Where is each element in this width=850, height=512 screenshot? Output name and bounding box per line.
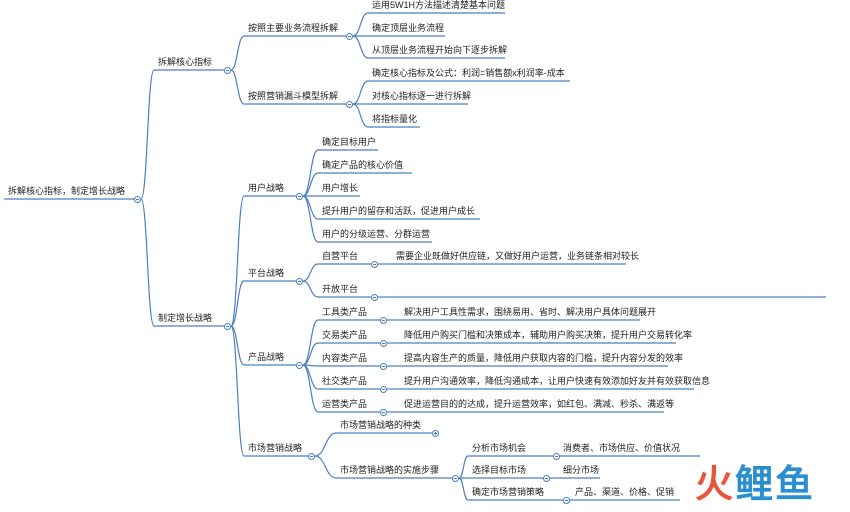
- connector-line: [352, 80, 369, 105]
- collapse-toggle-icon[interactable]: [224, 322, 231, 330]
- collapse-toggle-icon[interactable]: [346, 100, 353, 108]
- mindmap-node: 提高内容生产的质量，降低用户获取内容的门槛，提升内容分发的效率: [404, 353, 684, 363]
- connector-line: [352, 12, 369, 37]
- connector-line: [314, 432, 337, 457]
- collapse-toggle-icon[interactable]: [296, 361, 303, 369]
- watermark-logo: 火鲤鱼: [695, 463, 815, 507]
- mindmap-node: 产品战略: [248, 352, 285, 362]
- connector-line: [458, 477, 469, 501]
- collapse-toggle-icon[interactable]: [543, 474, 550, 482]
- mindmap-node: 确定顶层业务流程: [372, 23, 445, 33]
- mindmap-node: 提升用户的留存和活跃，促进用户成长: [322, 206, 476, 216]
- mindmap-node: 促进运营目的的达成，提升运营效率，如红包、满减、秒杀、满返等: [404, 399, 675, 409]
- mindmap-node: 产品、渠道、价格、促销: [575, 487, 675, 497]
- mindmap-node: 内容类产品: [322, 353, 368, 363]
- collapse-toggle-icon[interactable]: [134, 195, 141, 203]
- mindmap-node: 开放平台: [322, 284, 359, 294]
- mindmap-node: 平台战略: [248, 268, 285, 278]
- collapse-toggle-icon[interactable]: [380, 316, 387, 324]
- mindmap-node: 运营类产品: [322, 399, 368, 409]
- mindmap-node: 选择目标市场: [472, 465, 527, 475]
- connector-line: [230, 69, 245, 105]
- mindmap-node: 市场营销战略的实施步骤: [340, 465, 440, 475]
- connector-line: [302, 263, 319, 282]
- mindmap-node: 确定产品的核心价值: [322, 160, 404, 170]
- mindmap-node: 按照营销漏斗模型拆解: [248, 91, 339, 101]
- connector-line: [302, 364, 319, 413]
- watermark-char: 鲤: [735, 464, 776, 506]
- connector-line: [302, 172, 319, 197]
- connector-line: [458, 455, 469, 479]
- mindmap-node: 用户增长: [322, 183, 359, 193]
- collapse-toggle-icon[interactable]: [224, 66, 231, 74]
- collapse-toggle-icon[interactable]: [371, 293, 378, 301]
- mindmap-node: 社交类产品: [322, 376, 368, 386]
- collapse-toggle-icon[interactable]: [308, 452, 315, 460]
- connector-line: [302, 195, 319, 243]
- mindmap-node: 拆解核心指标，制定增长战略: [8, 186, 126, 196]
- collapse-toggle-icon[interactable]: [296, 192, 303, 200]
- mindmap-node: 细分市场: [563, 465, 600, 475]
- mindmap-node: 市场营销战略的种类: [340, 420, 422, 430]
- mindmap-node: 运用5W1H方法描述清楚基本问题: [372, 0, 506, 10]
- connector-line: [230, 280, 245, 327]
- mindmap-node: 确定目标用户: [322, 137, 377, 147]
- mindmap-node: 市场营销战略: [248, 443, 303, 453]
- connector-line: [140, 198, 155, 327]
- mindmap-node: 按照主要业务流程拆解: [248, 23, 339, 33]
- mindmap-node: 从顶层业务流程开始向下逐步拆解: [372, 45, 508, 55]
- mindmap-node: 降低用户购买门槛和决策成本，辅助用户购买决策，提升用户交易转化率: [404, 330, 693, 340]
- mindmap-node: 工具类产品: [322, 307, 368, 317]
- mindmap-node: 消费者、市场供应、价值状况: [563, 443, 681, 453]
- mindmap-node: 用户战略: [248, 183, 285, 193]
- collapse-toggle-icon[interactable]: [346, 32, 353, 40]
- mindmap-node: 自营平台: [322, 251, 359, 261]
- mindmap-node: 拆解核心指标: [158, 57, 213, 67]
- collapse-toggle-icon[interactable]: [380, 385, 387, 393]
- watermark-char: 火: [695, 464, 736, 506]
- watermark-char: 鱼: [775, 464, 816, 506]
- mindmap-node: 将指标量化: [372, 114, 418, 124]
- mindmap-node: 提升用户沟通效率，降低沟通成本，让用户快速有效添加好友并有效获取信息: [404, 376, 711, 386]
- mindmap-node: 需要企业既做好供应链，又做好用户运营，业务链条相对较长: [396, 251, 640, 261]
- collapse-toggle-icon[interactable]: [380, 408, 387, 416]
- connector-line: [352, 35, 369, 59]
- mindmap-node: 解决用户工具性需求，围绕易用、省时、解决用户具体问题展开: [404, 307, 657, 317]
- collapse-toggle-icon[interactable]: [380, 362, 387, 370]
- mindmap-node: 确定市场营销策略: [472, 487, 545, 497]
- connector-line: [230, 195, 245, 327]
- collapse-toggle-icon[interactable]: [452, 474, 459, 482]
- mindmap-node: 确定核心指标及公式：利润=销售额x利润率-成本: [372, 68, 565, 78]
- collapse-toggle-icon[interactable]: [296, 277, 303, 285]
- collapse-toggle-icon[interactable]: [371, 260, 378, 268]
- mindmap-node: 制定增长战略: [158, 313, 213, 323]
- collapse-toggle-icon[interactable]: [553, 452, 560, 460]
- connector-line: [302, 280, 319, 298]
- collapse-toggle-icon[interactable]: [380, 339, 387, 347]
- connector-line: [140, 69, 155, 200]
- connector-line: [302, 319, 319, 366]
- mindmap-node: 对核心指标逐一进行拆解: [372, 91, 472, 101]
- mindmap-node: 用户的分级运营、分群运营: [322, 229, 431, 239]
- collapse-toggle-icon[interactable]: [563, 496, 570, 504]
- connector-line: [314, 455, 337, 479]
- connector-line: [352, 103, 369, 128]
- mindmap-node: 分析市场机会: [472, 443, 527, 453]
- connector-line: [230, 325, 245, 457]
- connector-line: [302, 149, 319, 197]
- mindmap-node: 交易类产品: [322, 330, 368, 340]
- expand-toggle-icon[interactable]: [432, 429, 439, 437]
- connector-line: [302, 342, 319, 366]
- connector-line: [230, 35, 245, 71]
